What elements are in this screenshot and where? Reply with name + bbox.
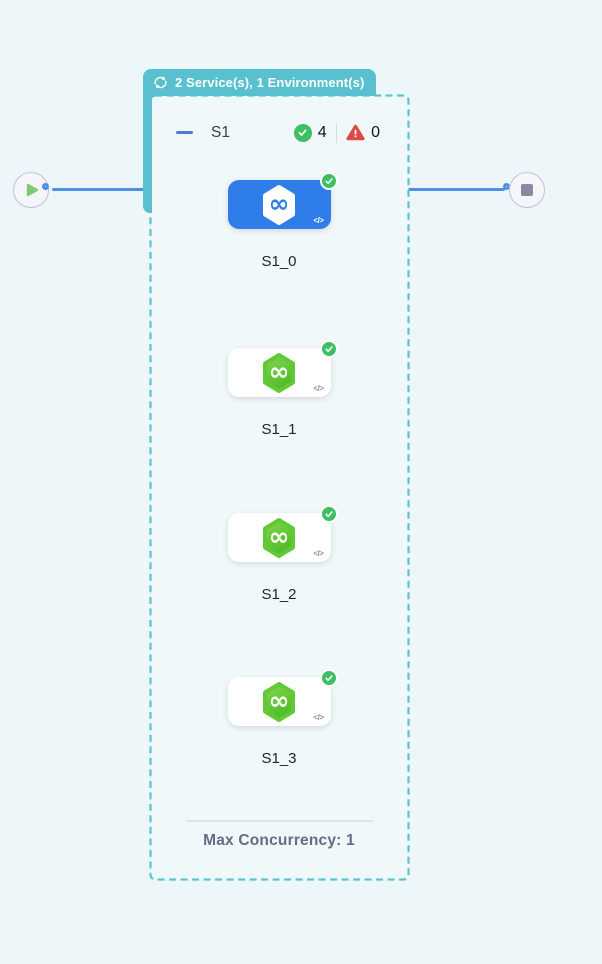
- stage-header: S1 4 0: [176, 120, 380, 145]
- success-count: 4: [317, 123, 327, 141]
- code-icon: </>: [313, 384, 324, 393]
- success-status-icon: [319, 669, 338, 687]
- node-label: S1_0: [261, 253, 297, 270]
- stage-group-container: [149, 94, 410, 881]
- matrix-node-s1-1[interactable]: ∞ </> S1_1: [215, 340, 343, 438]
- svg-text:∞: ∞: [269, 686, 290, 715]
- max-concurrency-label: Max Concurrency: 1: [203, 832, 355, 849]
- footer-divider: [186, 820, 373, 822]
- node-label: S1_1: [261, 421, 297, 438]
- service-hexagon-icon: ∞: [263, 517, 295, 558]
- warning-triangle-icon: [346, 124, 365, 141]
- end-link-port: [503, 183, 510, 190]
- node-card[interactable]: ∞ </>: [227, 505, 338, 562]
- matrix-node-s1-0[interactable]: ∞ </> S1_0: [215, 172, 343, 270]
- pipeline-start-node[interactable]: [13, 172, 49, 208]
- code-icon: </>: [313, 713, 324, 722]
- node-label: S1_3: [261, 750, 297, 767]
- node-card[interactable]: ∞ </>: [227, 172, 338, 229]
- svg-text:∞: ∞: [269, 357, 290, 386]
- success-status-icon: [319, 340, 338, 358]
- code-icon: </>: [313, 216, 324, 225]
- check-circle-icon: [293, 123, 312, 142]
- svg-text:∞: ∞: [269, 522, 290, 551]
- play-icon: [26, 183, 38, 197]
- start-link-port: [42, 183, 49, 190]
- svg-text:∞: ∞: [269, 189, 290, 218]
- error-count: 0: [371, 123, 380, 141]
- status-counts: 4 0: [293, 122, 380, 143]
- edge-stage-to-end: [407, 188, 505, 191]
- loop-icon: [154, 76, 167, 89]
- pipeline-end-node[interactable]: [509, 172, 545, 208]
- count-divider: [335, 122, 338, 143]
- stage-name: S1: [211, 123, 230, 141]
- node-card[interactable]: ∞ </>: [227, 340, 338, 397]
- node-label: S1_2: [261, 586, 297, 603]
- collapse-stage-button[interactable]: [176, 130, 193, 135]
- stop-icon: [521, 184, 533, 196]
- matrix-node-s1-2[interactable]: ∞ </> S1_2: [215, 505, 343, 603]
- service-hexagon-icon: ∞: [263, 184, 295, 225]
- badge-label: 2 Service(s), 1 Environment(s): [175, 75, 365, 90]
- code-icon: </>: [313, 549, 324, 558]
- matrix-node-s1-3[interactable]: ∞ </> S1_3: [215, 669, 343, 767]
- service-hexagon-icon: ∞: [263, 352, 295, 393]
- edge-start-to-stage: [52, 188, 146, 191]
- badge-accent-strip: [143, 94, 152, 213]
- services-environments-badge[interactable]: 2 Service(s), 1 Environment(s): [143, 69, 377, 96]
- service-hexagon-icon: ∞: [263, 681, 295, 722]
- node-card[interactable]: ∞ </>: [227, 669, 338, 726]
- success-status-icon: [319, 505, 338, 523]
- success-status-icon: [319, 172, 338, 190]
